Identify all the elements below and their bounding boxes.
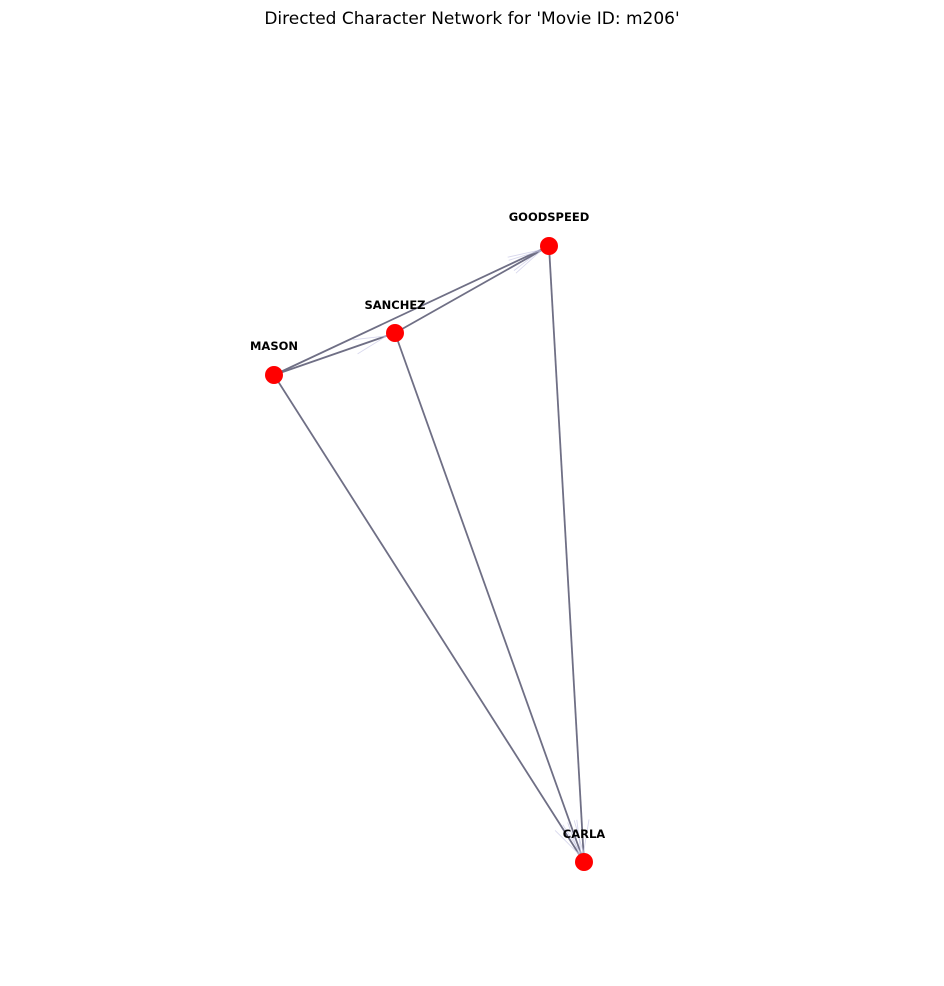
labels-layer: GOODSPEED SANCHEZ MASON CARLA	[250, 210, 605, 841]
node-goodspeed	[540, 237, 558, 255]
node-mason	[265, 366, 283, 384]
arrow-head-goodspeed-carla	[573, 819, 590, 854]
node-label-goodspeed: GOODSPEED	[509, 210, 590, 224]
diagram-title: Directed Character Network for 'Movie ID…	[264, 9, 679, 29]
node-carla	[575, 853, 593, 871]
arrow-head-sanchez-goodspeed	[508, 249, 542, 274]
edge-mason-goodspeed	[273, 245, 550, 376]
edge-goodspeed-carla	[548, 245, 585, 863]
edge-mason-carla	[273, 374, 585, 863]
edge-mason-sanchez	[273, 332, 396, 376]
node-label-sanchez: SANCHEZ	[364, 298, 425, 312]
edge-sanchez-carla	[394, 332, 585, 863]
arrow-head-mason-sanchez	[352, 335, 387, 355]
edge-sanchez-goodspeed	[394, 245, 550, 334]
node-sanchez	[386, 324, 404, 342]
edges-layer	[273, 245, 590, 863]
node-label-carla: CARLA	[563, 827, 606, 841]
node-label-mason: MASON	[250, 339, 298, 353]
nodes-layer	[265, 237, 593, 871]
